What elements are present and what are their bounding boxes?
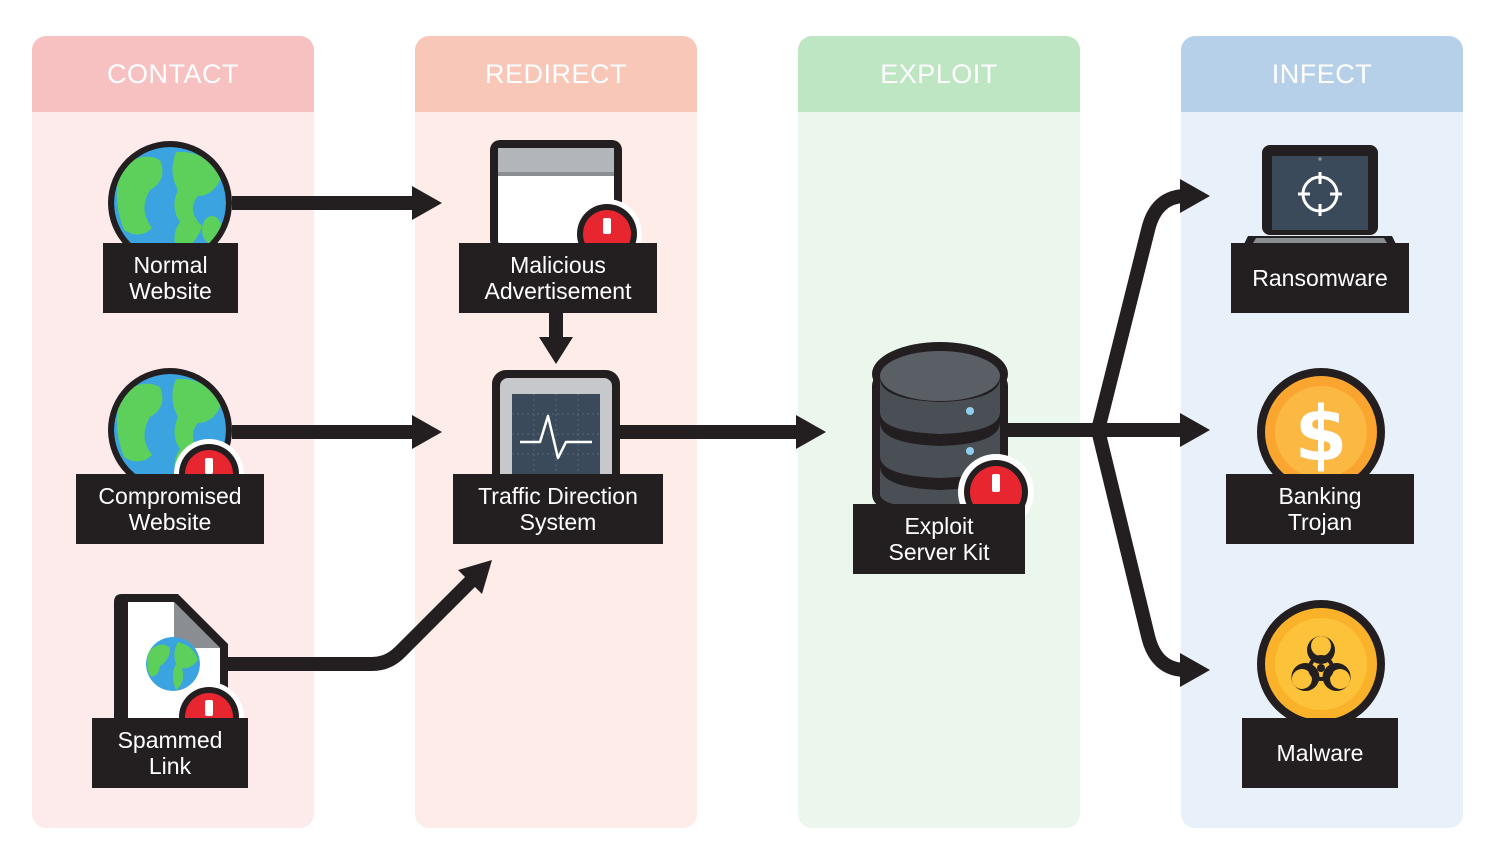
document-globe-icon xyxy=(114,594,228,740)
connector-tds-to-exploit xyxy=(620,415,826,449)
node-traffic-direction-system: Traffic Direction System xyxy=(453,474,663,544)
svg-text:$: $ xyxy=(1295,389,1348,478)
node-traffic-direction-system-line1: Traffic Direction xyxy=(478,483,638,509)
column-infect-header: INFECT xyxy=(1181,36,1463,112)
node-ransomware-line1: Ransomware xyxy=(1252,265,1388,291)
node-ransomware: Ransomware xyxy=(1231,243,1409,313)
node-banking-trojan-line2: Trojan xyxy=(1287,509,1353,535)
globe-icon xyxy=(108,141,232,265)
laptop-crosshair-icon xyxy=(1242,145,1398,248)
node-banking-trojan-line1: Banking xyxy=(1278,483,1362,509)
biohazard-icon xyxy=(1257,600,1385,728)
node-malicious-advertisement-line2: Advertisement xyxy=(484,278,632,304)
connector-exploit-to-infect xyxy=(1006,179,1210,687)
connector-spammed-to-tds xyxy=(224,560,492,671)
node-normal-website-line2: Website xyxy=(129,278,212,304)
node-malware: Malware xyxy=(1242,718,1398,788)
connector-ad-to-tds xyxy=(539,312,573,364)
node-traffic-direction-system-line2: System xyxy=(519,509,597,535)
node-normal-website-line1: Normal xyxy=(133,252,208,278)
node-compromised-website-line1: Compromised xyxy=(98,483,242,509)
node-spammed-link-line1: Spammed xyxy=(117,727,223,753)
monitor-pulse-icon xyxy=(492,370,620,488)
node-spammed-link: Spammed Link xyxy=(92,718,248,788)
node-exploit-server-kit-line1: Exploit xyxy=(904,513,974,539)
node-spammed-link-line2: Link xyxy=(148,753,192,779)
node-banking-trojan: Banking Trojan xyxy=(1226,474,1414,544)
column-contact-header: CONTACT xyxy=(32,36,314,112)
node-exploit-server-kit-line2: Server Kit xyxy=(888,539,990,565)
node-compromised-website: Compromised Website xyxy=(76,474,264,544)
node-compromised-website-line2: Website xyxy=(128,509,212,535)
connector-normal-to-ad xyxy=(232,186,442,220)
dollar-coin-icon: $ xyxy=(1257,368,1385,496)
node-normal-website: Normal Website xyxy=(103,243,238,313)
node-exploit-server-kit: Exploit Server Kit xyxy=(853,504,1025,574)
column-exploit-header: EXPLOIT xyxy=(798,36,1080,112)
node-malicious-advertisement-line1: Malicious xyxy=(510,252,606,278)
node-malware-line1: Malware xyxy=(1276,740,1364,766)
column-redirect-header: REDIRECT xyxy=(415,36,697,112)
connector-compromised-to-tds xyxy=(232,415,442,449)
node-malicious-advertisement: Malicious Advertisement xyxy=(459,243,657,313)
